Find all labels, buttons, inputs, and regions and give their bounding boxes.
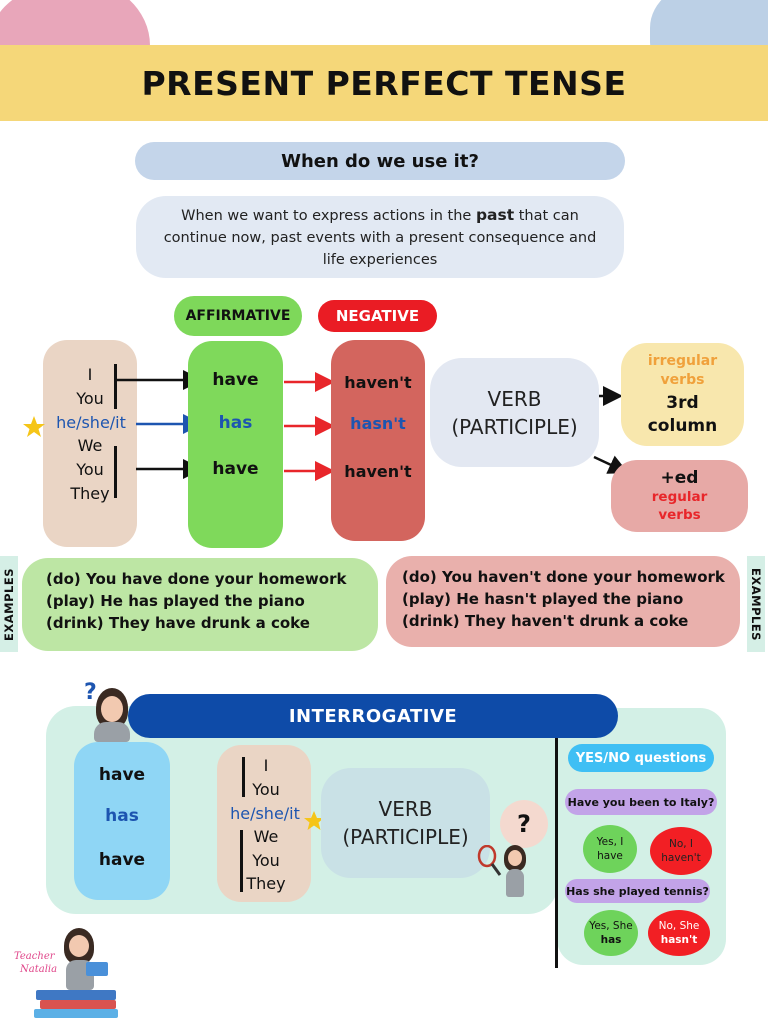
tennis-racket-icon [477,845,502,876]
affirmative-tag: AFFIRMATIVE [174,296,302,336]
irregular-desc: 3rd column [647,392,718,436]
title-banner: PRESENT PERFECT TENSE [0,45,768,121]
answer-no-1: No, I haven't [650,827,712,875]
page-title: PRESENT PERFECT TENSE [141,63,627,103]
answer-yes-1: Yes, I have [583,825,637,873]
int-subject-we: We [253,826,279,846]
avatar-icon [500,845,530,900]
auxiliary-column [74,742,170,900]
int-subject-he-she-it: he/she/it [230,803,300,823]
usage-description: When we want to express actions in the p… [136,196,624,278]
participle-label: (PARTICIPLE) [451,414,578,439]
teacher-signature: Teacher Natalia [14,950,57,976]
aff-have: have [212,459,259,479]
neg-havent: haven't [344,372,412,392]
answer-yes-2-text: Yes, She [589,920,633,932]
negative-examples: (do) You haven't done your homework (pla… [386,556,740,647]
int-verb-participle-box: VERB (PARTICIPLE) [321,768,490,878]
example-sentence: (do) You haven't done your homework [402,568,725,586]
interrogative-title: INTERROGATIVE [128,694,618,738]
regular-label: regular verbs [651,489,708,523]
examples-side-tag: EXAMPLES [747,556,765,652]
star-icon [23,416,45,437]
subject-you: You [76,388,104,408]
signature-line-2: Natalia [20,964,58,975]
int-subject-you: You [252,779,280,799]
answer-no-2: No, She hasn't [648,910,710,956]
answer-yes-1-text: Yes, I have [596,836,624,862]
subject-we: We [77,435,103,455]
neg-havent: haven't [344,461,412,481]
question-mark-icon: ? [84,680,97,705]
int-have: have [98,765,146,785]
usage-desc-bold: past [475,205,515,224]
neg-hasnt: hasn't [350,413,406,433]
affirmative-column [188,341,283,548]
int-has: has [105,806,139,826]
bracket-line [114,364,117,409]
example-sentence: (play) He hasn't played the piano [402,590,684,608]
answer-no-2-bold: hasn't [660,934,698,946]
int-subject-they: They [246,873,286,893]
bracket-line [242,757,245,797]
int-subjects-column [217,745,311,902]
example-sentence: (drink) They haven't drunk a coke [402,612,689,630]
irregular-verbs-box: irregular verbs 3rd column [621,343,744,446]
aff-have: have [212,370,259,390]
examples-side-tag: EXAMPLES [0,556,18,652]
examples-label: EXAMPLES [749,567,763,641]
participle-label: (PARTICIPLE) [342,825,469,849]
book-icon [36,990,116,1000]
question-1: Have you been to Italy? [565,789,717,815]
subject-he-she-it: he/she/it [56,412,126,432]
affirmative-examples: (do) You have done your homework (play) … [22,558,378,651]
regular-ending: +ed [660,468,699,488]
yes-no-title: YES/NO questions [568,744,714,772]
avatar-icon [60,928,108,992]
example-sentence: (play) He has played the piano [46,592,305,610]
verb-participle-box: VERB (PARTICIPLE) [430,358,599,467]
int-subject-i: I [263,755,269,775]
irregular-label: irregular verbs [647,352,718,388]
answer-no-1-text: No, I haven't [661,838,701,864]
int-have: have [98,850,146,870]
usage-desc-after: that can continue now, past events with … [163,207,597,268]
divider [555,738,558,968]
book-icon [40,1000,116,1009]
avatar-icon [90,688,134,744]
subject-they: They [70,483,110,503]
aff-has: has [218,413,253,433]
answer-yes-2: Yes, She has [584,910,638,956]
usage-question: When do we use it? [135,142,625,180]
regular-verbs-box: +ed regular verbs [611,460,748,532]
negative-column [331,340,425,541]
negative-tag: NEGATIVE [318,300,437,332]
bracket-line [240,830,243,892]
usage-desc-before: When we want to express actions in the [181,207,476,224]
example-sentence: (drink) They have drunk a coke [46,614,310,632]
subject-i: I [87,364,93,384]
book-icon [34,1009,118,1018]
int-subject-you-plural: You [252,850,280,870]
examples-label: EXAMPLES [2,567,16,641]
question-mark-icon: ? [500,800,548,848]
bracket-line [114,446,117,498]
example-sentence: (do) You have done your homework [46,570,347,588]
answer-yes-2-bold: has [600,934,622,946]
subject-you-plural: You [76,459,104,479]
verb-label: VERB [487,386,542,411]
verb-label: VERB [378,797,433,821]
star-icon [304,811,324,830]
question-2: Has she played tennis? [565,879,710,903]
subjects-column [43,340,137,547]
signature-line-1: Teacher [14,951,55,962]
answer-no-2-text: No, She [658,920,700,932]
